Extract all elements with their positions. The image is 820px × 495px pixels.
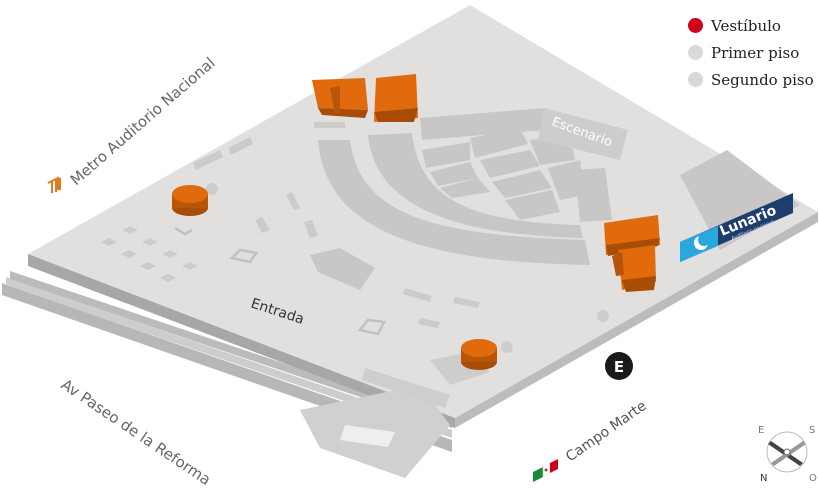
parking-lot <box>680 150 800 250</box>
tile-grid <box>101 226 198 282</box>
compass-n: N <box>760 473 767 484</box>
e-marker-label: E <box>614 358 624 376</box>
compass-o: O <box>809 473 817 484</box>
metro-icon <box>47 176 61 193</box>
seating-block <box>422 142 470 168</box>
campo-label: Campo Marte <box>563 398 650 465</box>
orange-buildings <box>172 74 660 370</box>
legend-dot-icon <box>688 45 703 60</box>
avenue-label: Av Paseo de la Reforma <box>58 375 214 489</box>
legend-label: Vestíbulo <box>711 16 781 35</box>
middle-seating-ring <box>368 133 583 238</box>
auditorium <box>310 108 628 408</box>
legend-item-primer-piso: Primer piso <box>688 39 816 66</box>
stage-block <box>538 108 628 160</box>
outer-seating-ring <box>318 140 590 265</box>
lunario-sign <box>680 193 793 262</box>
platform <box>28 5 818 478</box>
legend-dot-icon <box>688 18 703 33</box>
legend-label: Primer piso <box>711 43 800 62</box>
legend-label: Segundo piso <box>711 70 814 89</box>
legend-item-vestibulo: Vestíbulo <box>688 12 816 39</box>
pavement-marks <box>193 122 480 328</box>
platform-top <box>28 5 818 418</box>
platform-left-side <box>28 254 455 428</box>
compass-icon <box>766 431 808 473</box>
compass-e: E <box>758 425 764 436</box>
legend-dot-icon <box>688 72 703 87</box>
gray-points <box>206 183 609 353</box>
moon-icon <box>694 234 710 250</box>
mexico-flag-icon <box>533 459 558 482</box>
compass-s: S <box>809 425 815 436</box>
e-marker <box>605 352 633 380</box>
platform-right-side <box>455 212 818 428</box>
legend: Vestíbulo Primer piso Segundo piso <box>688 12 816 93</box>
door-icon <box>229 248 386 336</box>
legend-item-segundo-piso: Segundo piso <box>688 66 816 93</box>
